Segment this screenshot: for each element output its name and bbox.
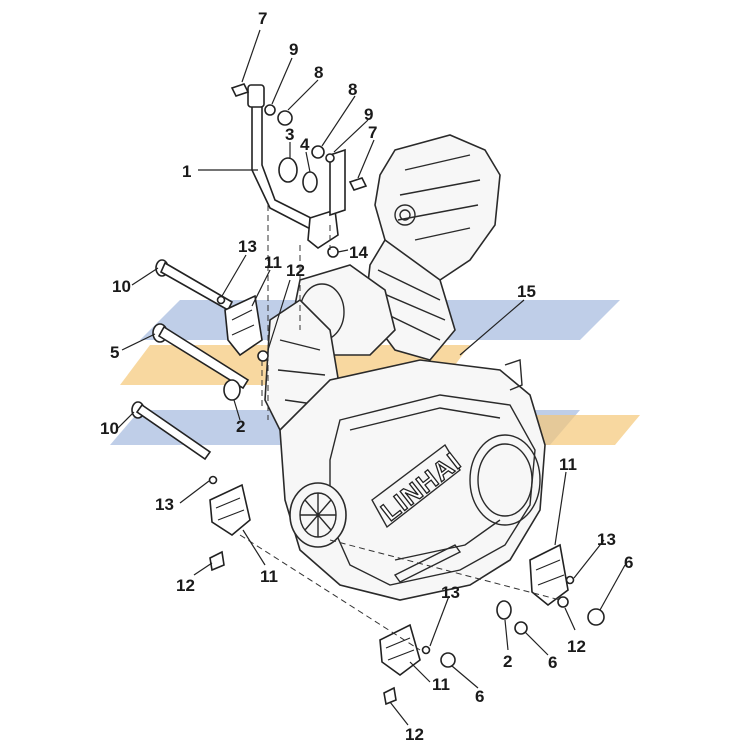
cvt-cover-rib-1 [349,407,501,431]
part-11-rubber-mount-right [529,543,569,607]
part-13-bolt-lower-mid [421,645,431,655]
part-13-bolt-upper [216,295,226,305]
callout-13: 13 [155,495,174,514]
callout-6: 6 [475,687,484,706]
callout-2: 2 [503,652,512,671]
callout-13: 13 [597,530,616,549]
part-8-washer-mid [311,145,325,159]
callout-12: 12 [405,725,424,744]
part-1-mount-bar [247,84,346,249]
right-bracket [504,359,523,391]
part-12-nut-lower-mid [383,686,397,706]
callout-12: 12 [176,576,195,595]
callout-14: 14 [349,243,368,262]
callout-13: 13 [441,583,460,602]
cylinder-head-detail [397,154,481,241]
part-13-bolt-right [565,575,575,585]
callout-10: 10 [100,419,119,438]
part-11-rubber-mount-lower-left [209,483,251,536]
part-7-bolt-right [348,177,368,191]
part-6-nut-lower-mid [440,652,456,668]
clutch-cover-ring [469,434,541,526]
callout-2: 2 [236,417,245,436]
mount-bar-tab-right [329,148,346,217]
clutch-cover-inner [477,443,533,517]
part-10-bolt-lower [131,401,212,461]
part-9-nut-top [264,104,276,116]
part-13-bolt-lower-left [208,475,218,485]
callout-12: 12 [286,261,305,280]
part-8-washer-top [277,110,293,126]
part-7-bolt-top [230,83,250,97]
callout-10: 10 [112,277,131,296]
assembly-dashed-lines [239,205,561,651]
cylinder-head [374,134,501,281]
engine-assembly: LINHAI [264,134,546,601]
part-9-nut-mid [325,153,335,163]
callout-labels: 1 2 2 3 4 5 6 6 6 7 7 8 8 9 9 10 10 11 1… [100,9,633,744]
part-5-bolt [152,323,250,390]
callout-5: 5 [110,343,119,362]
mount-bar-plate [307,208,339,249]
leader-lines [117,29,626,726]
callout-6: 6 [624,553,633,572]
part-12-nut-lower-left [209,550,225,572]
head-port-inner [399,209,411,221]
callout-1: 1 [182,162,191,181]
callout-11: 11 [260,567,278,586]
part-11-rubber-mount-upper [224,294,263,357]
callout-15: 15 [517,282,536,301]
callout-7: 7 [368,123,377,142]
part-3-bushing [278,157,298,183]
part-6-nut-right [587,608,605,626]
part-2-bushing-lower [496,600,512,620]
part-6-nut-lower [514,621,528,635]
callout-7: 7 [258,9,267,28]
callout-9: 9 [364,105,373,124]
callout-11: 11 [559,455,577,474]
mount-bar-tab-top [247,84,265,108]
callout-11: 11 [264,253,282,272]
part-12-nut-right [557,596,569,608]
crankcase [279,359,546,601]
part-12-nut-upper [257,350,269,362]
callout-9: 9 [289,40,298,59]
callout-6: 6 [548,653,557,672]
logo-band [371,443,461,529]
part-4-spacer [302,171,318,193]
callout-8: 8 [314,63,323,82]
callout-11: 11 [432,675,450,694]
callout-3: 3 [285,125,294,144]
part-2-bushing-upper [223,379,241,401]
callout-12: 12 [567,637,586,656]
output-gear-spokes [300,493,336,537]
callout-4: 4 [300,135,310,154]
callout-8: 8 [348,80,357,99]
head-port [394,204,416,226]
callout-13: 13 [238,237,257,256]
lower-slot [393,544,462,583]
part-11-rubber-mount-lower-mid [379,623,421,676]
cvt-cover-rib-2 [394,519,501,561]
